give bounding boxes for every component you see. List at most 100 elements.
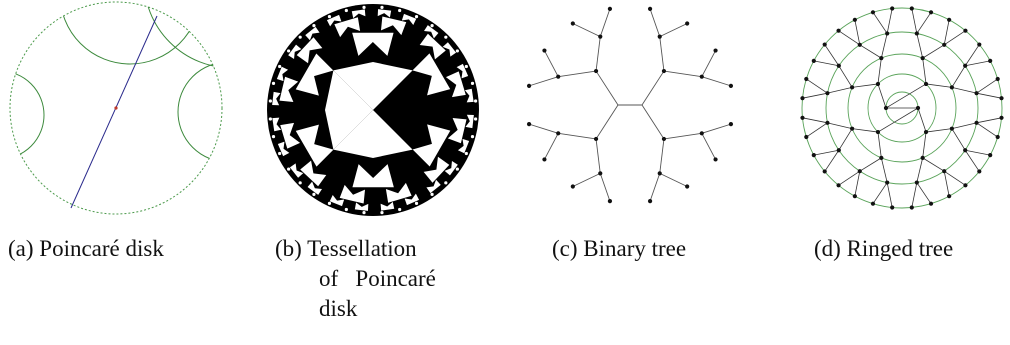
tree-node	[728, 83, 734, 88]
tile-white	[339, 184, 366, 204]
tree-node	[963, 63, 968, 68]
panel-tessellation: (b) Tessellation of Poincaré disk	[255, 0, 495, 345]
boundary-tile	[430, 24, 434, 28]
tile-white	[277, 141, 290, 157]
tree-edge	[701, 123, 732, 134]
tree-edge	[659, 172, 688, 187]
boundary-tile	[271, 81, 276, 85]
tree-node	[885, 180, 890, 185]
panel-binary-tree: (c) Binary tree	[510, 0, 750, 345]
boundary-tile	[287, 167, 291, 171]
tree-edge	[917, 107, 927, 133]
tree-node	[593, 68, 599, 74]
tree-edge	[806, 122, 828, 138]
tree-edge	[922, 58, 927, 85]
tile-white	[423, 156, 450, 183]
tile-white	[412, 53, 451, 96]
tree-edge	[943, 19, 950, 45]
tree-edge	[663, 70, 702, 78]
tree-node	[928, 10, 934, 15]
tree-edge	[701, 76, 732, 87]
tile-white	[333, 110, 413, 158]
tree-node	[661, 136, 667, 142]
tile-white	[334, 17, 361, 38]
boundary-tile	[398, 8, 402, 13]
tree-edge	[599, 173, 611, 202]
tile-white	[305, 26, 320, 41]
boundary-tile	[278, 64, 282, 69]
tree-node	[607, 199, 613, 204]
tree-node	[825, 120, 830, 125]
tile-white	[426, 179, 441, 194]
tree-node	[836, 148, 841, 153]
boundary-tile	[398, 207, 402, 212]
caption-line: (d) Ringed tree	[814, 236, 954, 261]
tile-white	[445, 71, 466, 98]
tile-white	[447, 117, 467, 144]
tree-nodes	[526, 6, 734, 204]
caption-binary-tree: (c) Binary tree	[552, 234, 686, 264]
panel-ringed-tree: (d) Ringed tree	[770, 0, 1010, 345]
tree-node	[995, 134, 1000, 140]
tree-edge	[877, 83, 887, 109]
tree-edge	[802, 117, 828, 124]
tree-edge	[659, 36, 665, 72]
tree-node	[850, 126, 855, 131]
tree-edge	[854, 19, 861, 45]
tree-node	[914, 31, 919, 36]
tree-node	[699, 131, 704, 136]
geodesic-line	[70, 15, 158, 209]
tree-node	[890, 205, 895, 210]
tree-node	[883, 105, 889, 111]
tree-node	[915, 105, 921, 111]
tree-edge	[806, 78, 828, 94]
tree-node	[800, 96, 805, 101]
tree-edge	[964, 150, 980, 172]
tree-edge	[572, 172, 601, 187]
tile-white	[279, 76, 299, 103]
tree-edge	[872, 12, 888, 34]
tree-edge	[880, 33, 888, 59]
tree-node	[875, 129, 881, 135]
rings	[801, 7, 1003, 209]
boundary-tile	[268, 117, 272, 121]
tree-edge	[886, 182, 893, 208]
tile-white	[464, 88, 474, 103]
tile-white	[412, 124, 451, 167]
tree-edge	[951, 122, 977, 130]
tree-edge	[558, 132, 597, 140]
tree-node	[570, 184, 575, 189]
tree-node	[920, 155, 925, 160]
tree-node	[699, 74, 704, 79]
tree-edge	[802, 92, 828, 99]
binary-tree-diagram	[526, 6, 734, 204]
tree-edge	[838, 65, 853, 88]
tree-node	[657, 34, 662, 39]
tree-edge	[852, 128, 879, 133]
tree-edge	[544, 133, 559, 160]
caption-poincare-disk: (a) Poincaré disk	[8, 234, 164, 264]
tile-white	[295, 53, 334, 96]
tree-node	[909, 6, 914, 11]
tree-node	[661, 68, 667, 74]
tree-edge	[925, 83, 952, 88]
tile-white	[380, 16, 407, 36]
tree-edge	[659, 138, 665, 174]
boundary-tile	[268, 99, 272, 103]
tree-edge	[659, 23, 688, 38]
geodesic-arc	[177, 61, 222, 163]
tree-node	[949, 126, 954, 131]
tree-edge	[976, 117, 1002, 124]
boundary-tile	[287, 49, 291, 53]
tree-node	[875, 81, 881, 87]
tree-node	[914, 180, 919, 185]
tree-edge	[824, 44, 840, 66]
boundary-tile	[327, 201, 332, 205]
tree-node	[804, 76, 809, 82]
tree-node	[885, 31, 890, 36]
geodesic-arcs	[10, 2, 222, 163]
tree-node	[607, 6, 613, 11]
tile-white	[352, 32, 394, 56]
boundary-tile	[474, 99, 478, 103]
tree-node	[852, 194, 857, 199]
